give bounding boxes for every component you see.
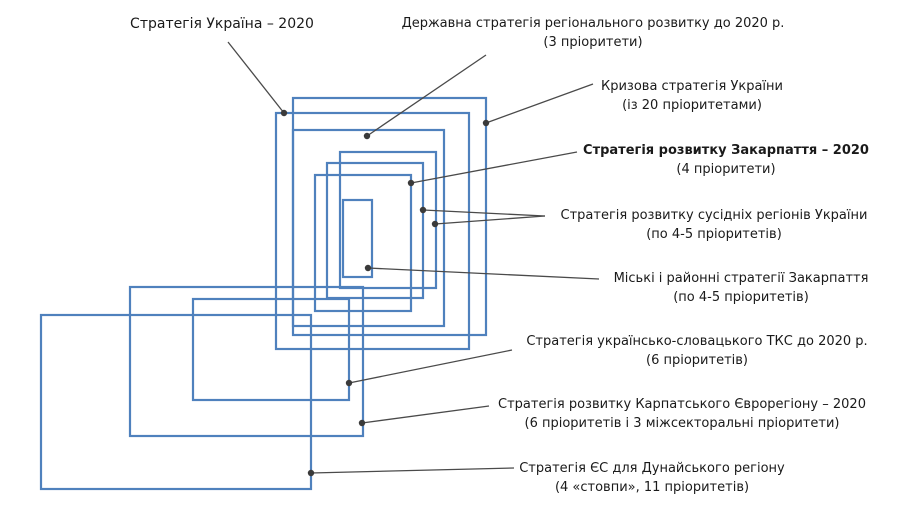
box-state-regional <box>291 128 446 328</box>
dot-carpathian <box>358 419 366 427</box>
label-danube-title: Стратегія ЄС для Дунайського регіону <box>519 461 785 476</box>
dot-zakarpattia <box>407 179 415 187</box>
dot-municipal <box>364 264 372 272</box>
box-municipal <box>341 198 374 279</box>
label-carpathian-title: Стратегія розвитку Карпатського Єврорегі… <box>498 397 866 412</box>
label-municipal-title: Міські і районні стратегії Закарпаття <box>614 271 869 286</box>
box-ukraine-2020 <box>274 111 471 351</box>
dot-ua-sk <box>345 379 353 387</box>
dot-danube <box>307 469 315 477</box>
leader-ua-sk <box>348 349 513 384</box>
label-ukraine-2020: Стратегія Україна – 2020 <box>130 16 314 32</box>
label-zakarpattia-title: Стратегія розвитку Закарпаття – 2020 <box>583 143 869 158</box>
box-ua-sk <box>191 297 351 402</box>
label-ua-sk-note: (6 пріоритетів) <box>646 353 748 368</box>
leader-crisis <box>485 83 594 124</box>
label-neighbors-title: Стратегія розвитку сусідніх регіонів Укр… <box>561 208 868 223</box>
label-crisis-note: (із 20 пріоритетами) <box>622 98 762 113</box>
label-ua-sk-title: Стратегія українсько-словацького ТКС до … <box>526 334 867 349</box>
label-zakarpattia-note: (4 пріоритети) <box>676 162 775 177</box>
label-state-regional-note: (3 пріоритети) <box>543 35 642 50</box>
box-danube <box>39 313 313 491</box>
dot-state-regional <box>363 132 371 140</box>
leader-zakarpattia <box>410 151 578 184</box>
label-crisis-title: Кризова стратегія України <box>601 79 783 94</box>
leader-danube <box>310 467 515 474</box>
label-state-regional-title: Державна стратегія регіонального розвитк… <box>402 16 785 31</box>
label-municipal-note: (по 4-5 пріоритетів) <box>673 290 809 305</box>
leader-neighbors-b <box>434 215 546 225</box>
label-carpathian-note: (6 пріоритетів і 3 міжсекторальні пріори… <box>525 416 840 431</box>
label-danube-note: (4 «стовпи», 11 пріоритетів) <box>555 480 749 495</box>
dot-neighbors-a <box>419 206 427 214</box>
leader-ukraine-2020 <box>227 41 285 114</box>
leader-carpathian <box>361 405 490 424</box>
leader-municipal <box>367 267 600 280</box>
leader-state-regional <box>366 54 487 137</box>
dot-crisis <box>482 119 490 127</box>
dot-ukraine-2020 <box>280 109 288 117</box>
box-neighbor-2 <box>325 161 425 300</box>
leader-neighbors-a <box>422 209 546 217</box>
box-neighbor-1 <box>338 150 438 290</box>
box-carpathian <box>128 285 365 438</box>
dot-neighbors-b <box>431 220 439 228</box>
label-neighbors-note: (по 4-5 пріоритетів) <box>646 227 782 242</box>
